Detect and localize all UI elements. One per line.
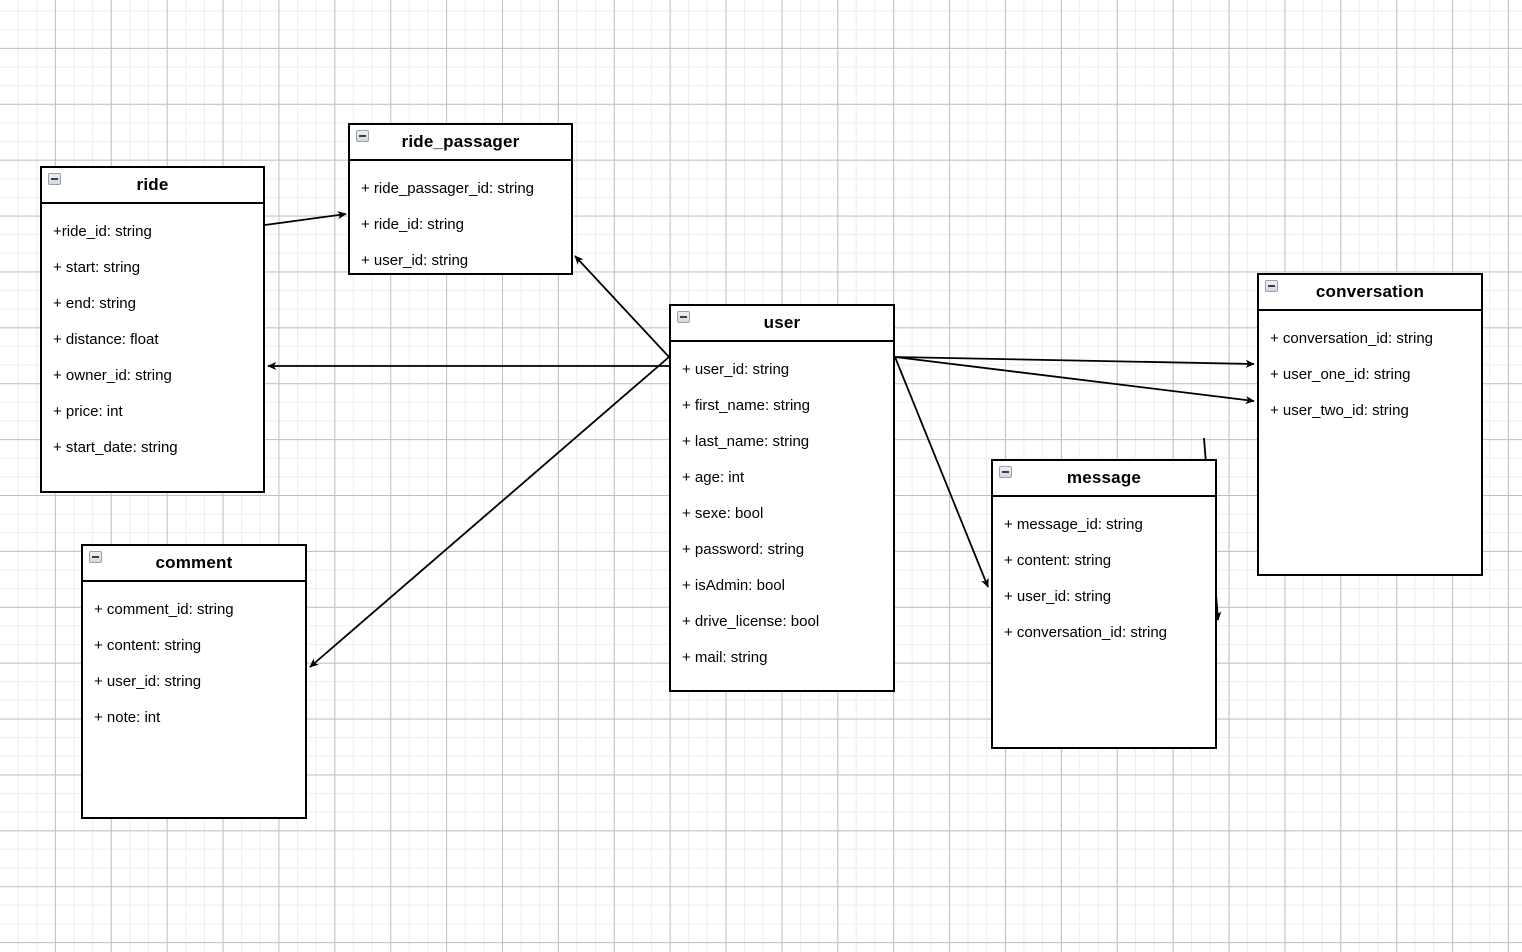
collapse-icon[interactable] [356, 130, 369, 142]
collapse-icon[interactable] [677, 311, 690, 323]
attribute-row: + content: string [1004, 552, 1112, 569]
edge-user-to-message [894, 356, 989, 588]
attribute-row: + user_id: string [1004, 588, 1112, 605]
collapse-icon[interactable] [999, 466, 1012, 478]
class-attributes: + conversation_id: string + user_one_id:… [1259, 311, 1481, 429]
edge-user-to-ride-passager [574, 255, 670, 358]
attribute-row: + user_id: string [94, 673, 202, 690]
class-title-bar: comment [83, 546, 305, 582]
edge-ride-to-ride-passager [264, 211, 347, 226]
class-title-bar: conversation [1259, 275, 1481, 311]
collapse-icon[interactable] [89, 551, 102, 563]
attribute-row: + conversation_id: string [1270, 330, 1434, 347]
attribute-row: + first_name: string [682, 397, 810, 414]
class-title-bar: user [671, 306, 893, 342]
collapse-icon[interactable] [48, 173, 61, 185]
attribute-row: +ride_id: string [53, 223, 152, 240]
class-attributes: + message_id: string + content: string +… [993, 497, 1215, 651]
attribute-row: + user_two_id: string [1270, 402, 1409, 419]
class-box-comment[interactable]: comment + comment_id: string + content: … [81, 544, 307, 819]
attribute-row: + price: int [53, 403, 123, 420]
attribute-row: + password: string [682, 541, 805, 558]
class-title-bar: message [993, 461, 1215, 497]
attribute-row: + ride_passager_id: string [361, 180, 535, 197]
attribute-row: + start: string [53, 259, 141, 276]
attribute-row: + last_name: string [682, 433, 810, 450]
class-attributes: + comment_id: string + content: string +… [83, 582, 305, 736]
attribute-row: + drive_license: bool [682, 613, 820, 630]
edge-user-to-conversation-one [894, 356, 1255, 368]
class-name: conversation [1315, 282, 1425, 301]
class-attributes: + ride_passager_id: string + ride_id: st… [350, 161, 571, 279]
attribute-row: + start_date: string [53, 439, 178, 456]
attribute-row: + age: int [682, 469, 745, 486]
class-name: message [1066, 468, 1142, 487]
class-attributes: +ride_id: string + start: string + end: … [42, 204, 263, 466]
attribute-row: + owner_id: string [53, 367, 172, 384]
class-title-bar: ride_passager [350, 125, 571, 161]
attribute-row: + user_id: string [682, 361, 790, 378]
edge-user-to-comment [309, 356, 670, 668]
class-box-conversation[interactable]: conversation + conversation_id: string +… [1257, 273, 1483, 576]
class-box-ride-passager[interactable]: ride_passager + ride_passager_id: string… [348, 123, 573, 275]
attribute-row: + mail: string [682, 649, 768, 666]
attribute-row: + sexe: bool [682, 505, 764, 522]
class-box-user[interactable]: user + user_id: string + first_name: str… [669, 304, 895, 692]
attribute-row: + note: int [94, 709, 161, 726]
class-box-message[interactable]: message + message_id: string + content: … [991, 459, 1217, 749]
class-box-ride[interactable]: ride +ride_id: string + start: string + … [40, 166, 265, 493]
class-name: user [763, 313, 801, 332]
edge-user-to-conversation-two [894, 356, 1255, 405]
class-attributes: + user_id: string + first_name: string +… [671, 342, 893, 676]
attribute-row: + conversation_id: string [1004, 624, 1168, 641]
attribute-row: + user_id: string [361, 252, 469, 269]
class-name: ride_passager [401, 132, 520, 151]
attribute-row: + ride_id: string [361, 216, 464, 233]
attribute-row: + message_id: string [1004, 516, 1143, 533]
attribute-row: + content: string [94, 637, 202, 654]
attribute-row: + end: string [53, 295, 136, 312]
class-name: ride [136, 175, 169, 194]
collapse-icon[interactable] [1265, 280, 1278, 292]
class-name: comment [155, 553, 233, 572]
attribute-row: + comment_id: string [94, 601, 234, 618]
class-title-bar: ride [42, 168, 263, 204]
attribute-row: + isAdmin: bool [682, 577, 785, 594]
attribute-row: + distance: float [53, 331, 159, 348]
attribute-row: + user_one_id: string [1270, 366, 1411, 383]
